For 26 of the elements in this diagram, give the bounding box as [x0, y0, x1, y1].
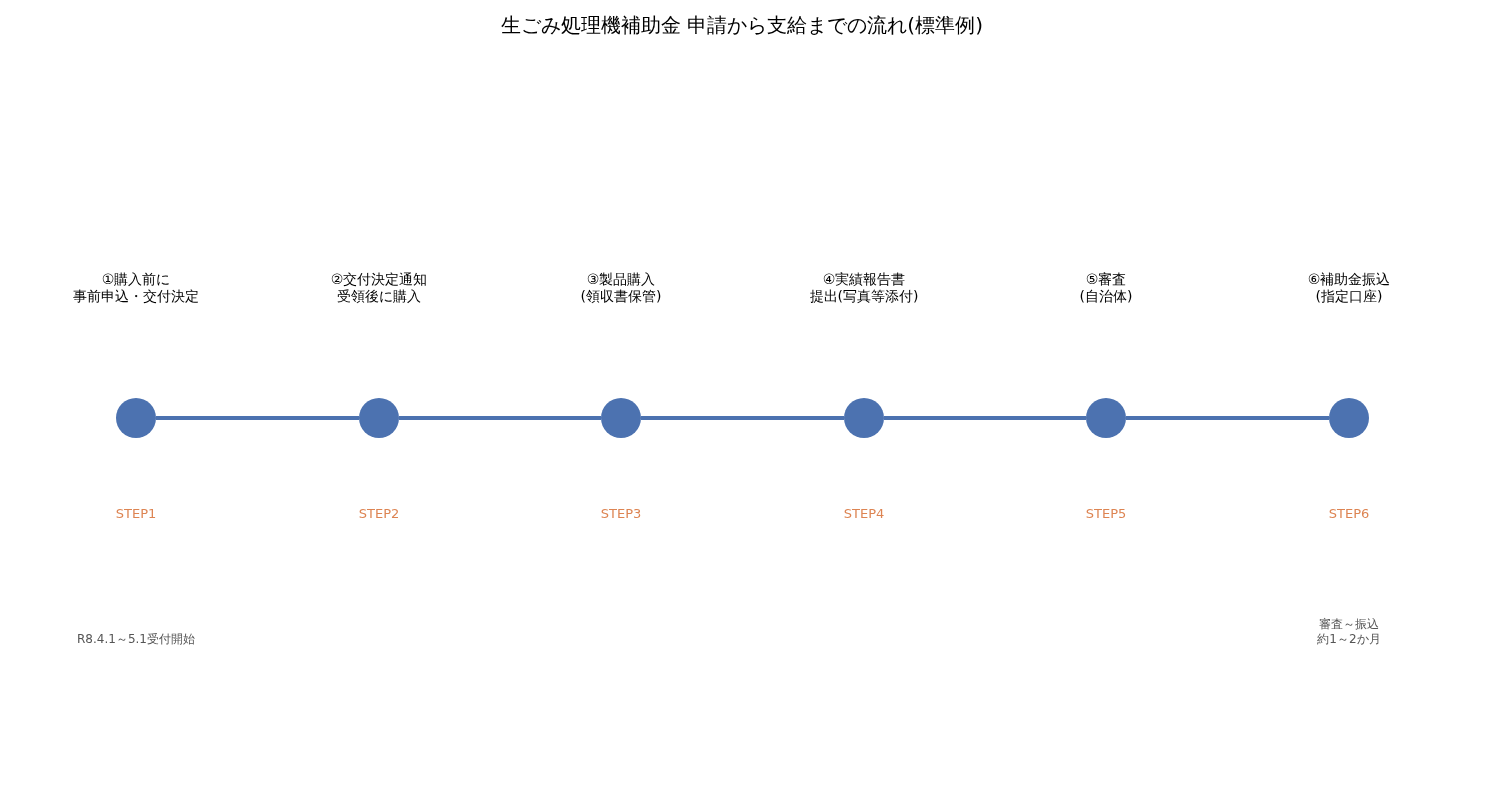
step-circle — [359, 398, 399, 438]
connector-line — [399, 416, 601, 420]
connector-line — [641, 416, 844, 420]
diagram-title: 生ごみ処理機補助金 申請から支給までの流れ(標準例) — [501, 11, 983, 39]
step-description: ④実績報告書提出(写真等添付) — [809, 271, 919, 305]
step-description: ①購入前に事前申込・交付決定 — [73, 271, 199, 305]
step-circle — [844, 398, 884, 438]
step-description: ②交付決定通知受領後に購入 — [330, 271, 428, 305]
step-circle — [1086, 398, 1126, 438]
step-circle — [1329, 398, 1369, 438]
step-label: STEP5 — [1085, 506, 1127, 522]
step-description: ⑤審査(自治体) — [1079, 271, 1133, 305]
step-note: R8.4.1～5.1受付開始 — [77, 631, 195, 647]
connector-line — [156, 416, 359, 420]
step-note: 審査～振込約1～2か月 — [1317, 617, 1381, 647]
connector-line — [1126, 416, 1329, 420]
step-label: STEP3 — [600, 506, 642, 522]
step-description: ③製品購入(領収書保管) — [580, 271, 662, 305]
step-circle — [601, 398, 641, 438]
step-label: STEP4 — [843, 506, 885, 522]
step-circle — [116, 398, 156, 438]
step-label: STEP6 — [1328, 506, 1370, 522]
step-label: STEP2 — [358, 506, 400, 522]
step-label: STEP1 — [115, 506, 157, 522]
step-description: ⑥補助金振込(指定口座) — [1307, 271, 1391, 305]
connector-line — [884, 416, 1086, 420]
